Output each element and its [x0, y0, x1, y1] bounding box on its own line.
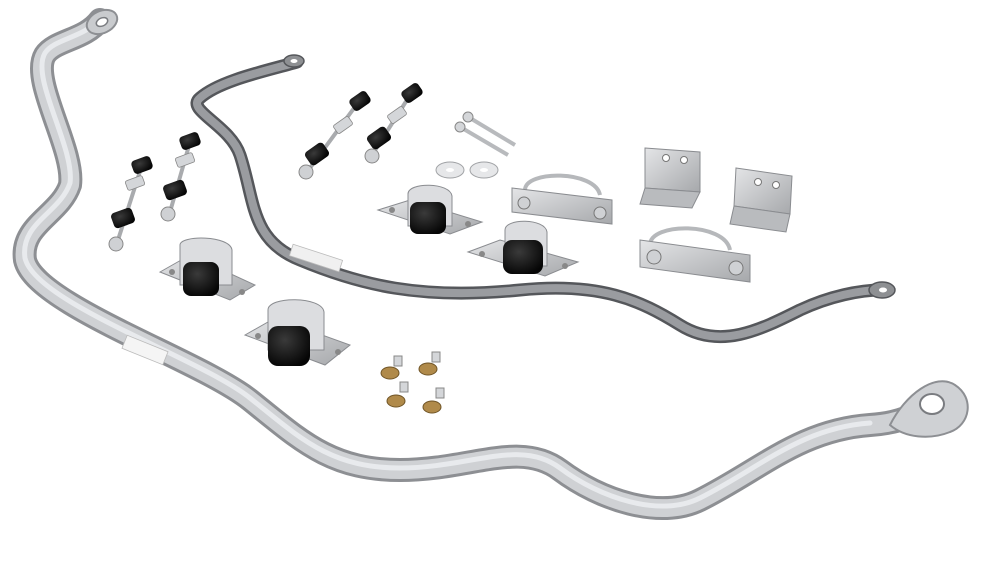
- front-bar-top-eyelet: [85, 8, 119, 36]
- angle-bracket: [729, 167, 793, 233]
- bushing-mount: [376, 184, 484, 235]
- end-link-group-middle: [298, 83, 423, 180]
- u-bolt-bracket: [639, 226, 751, 283]
- rear-bar-end-eyelet: [868, 281, 896, 299]
- angle-bracket: [639, 147, 701, 209]
- rear-bar-top-eyelet: [283, 54, 305, 68]
- end-link: [108, 156, 153, 252]
- bushing-mount: [158, 237, 257, 301]
- small-bolts: [380, 351, 445, 414]
- washers: [435, 161, 499, 179]
- bolt: [418, 351, 441, 376]
- front-bar-end-eyelet: [888, 380, 969, 438]
- rear-sway-bar: [190, 54, 896, 344]
- bushing-mount: [243, 299, 352, 366]
- end-link: [364, 83, 423, 164]
- front-sway-bar: [12, 8, 969, 520]
- bolt: [386, 381, 409, 408]
- end-link-group-left: [108, 132, 201, 252]
- u-bolt-bracket: [511, 173, 613, 225]
- bolt: [380, 355, 403, 380]
- end-link: [160, 132, 201, 222]
- bushing-mount: [466, 220, 580, 277]
- front-bar-label-sticker: [121, 334, 169, 366]
- front-sway-bar-body: [12, 8, 942, 520]
- rear-bar-label-sticker: [288, 243, 344, 273]
- long-bolts: [454, 111, 517, 157]
- end-link: [298, 91, 371, 180]
- bolt: [422, 387, 445, 414]
